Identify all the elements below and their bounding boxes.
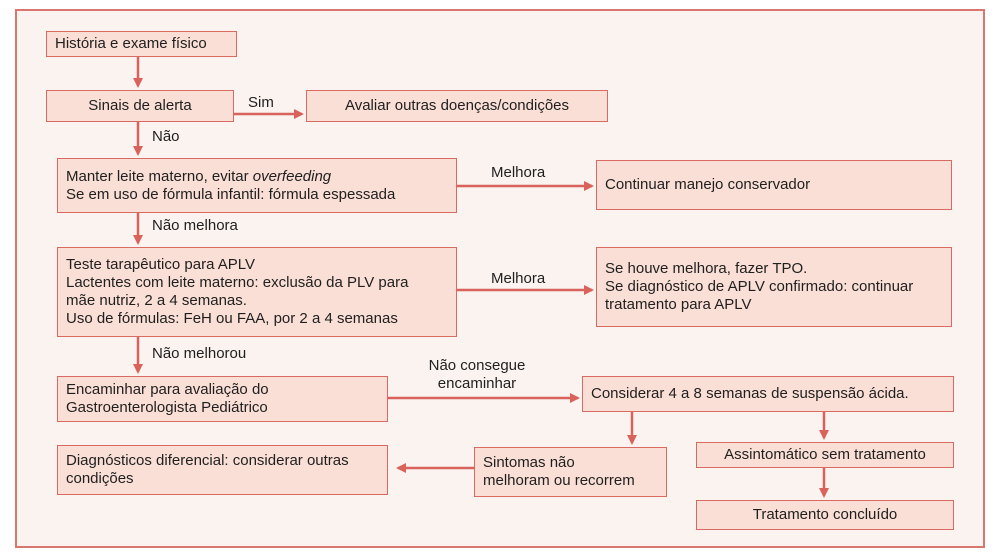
box-tpo-line2: Se diagnóstico de APLV confirmado: conti… xyxy=(605,278,914,295)
box-manter: Manter leite materno, evitar overfeeding… xyxy=(57,158,457,213)
box-teste-line2: Lactentes com leite materno: exclusão da… xyxy=(66,274,409,291)
label-nao-consegue-line2: encaminhar xyxy=(437,375,517,392)
box-sinais-alerta: Sinais de alerta xyxy=(46,90,234,122)
box-tpo-line1: Se houve melhora, fazer TPO. xyxy=(605,260,808,277)
box-sinais-text: Sinais de alerta xyxy=(88,97,192,114)
box-sintomas-line1: Sintomas não xyxy=(483,454,575,471)
box-avaliar: Avaliar outras doenças/condições xyxy=(306,90,608,122)
box-encaminhar-line1: Encaminhar para avaliação do xyxy=(66,381,269,398)
box-manter-line2: Se em uso de fórmula infantil: fórmula e… xyxy=(66,185,396,203)
box-diagnosticos-line1: Diagnósticos diferencial: considerar out… xyxy=(66,452,349,469)
box-tpo-line3: tratamento para APLV xyxy=(605,296,752,313)
label-sim: Sim xyxy=(248,94,274,111)
label-nao-consegue-line1: Não consegue xyxy=(428,357,526,374)
box-considerar-text: Considerar 4 a 8 semanas de suspensão ác… xyxy=(591,385,909,402)
box-tpo: Se houve melhora, fazer TPO. Se diagnóst… xyxy=(596,247,952,327)
box-encaminhar-line2: Gastroenterologista Pediátrico xyxy=(66,399,268,416)
box-diagnosticos: Diagnósticos diferencial: considerar out… xyxy=(57,445,388,495)
box-manter-line1b: overfeeding xyxy=(252,167,332,185)
box-concluido: Tratamento concluído xyxy=(696,500,954,530)
label-nao-consegue: Não consegue encaminhar xyxy=(416,357,538,393)
box-assintomatico: Assintomático sem tratamento xyxy=(696,442,954,468)
box-teste: Teste tarapêutico para APLV Lactentes co… xyxy=(57,247,457,337)
box-manter-line1a: Manter leite materno, evitar xyxy=(66,167,253,185)
box-historia-text: História e exame físico xyxy=(55,35,207,52)
box-teste-line1: Teste tarapêutico para APLV xyxy=(66,256,256,273)
box-sintomas-line2: melhoram ou recorrem xyxy=(483,472,635,489)
box-continuar-text: Continuar manejo conservador xyxy=(605,176,811,193)
box-teste-line4: Uso de fórmulas: FeH ou FAA, por 2 a 4 s… xyxy=(66,310,398,327)
label-melhora-1: Melhora xyxy=(491,164,546,181)
label-nao-melhorou: Não melhorou xyxy=(152,345,247,362)
box-manter-line1: Manter leite materno, evitar overfeeding xyxy=(66,168,448,186)
box-avaliar-text: Avaliar outras doenças/condições xyxy=(344,97,570,114)
box-continuar: Continuar manejo conservador xyxy=(596,160,952,210)
box-teste-line3: mãe nutriz, 2 a 4 semanas. xyxy=(66,292,247,309)
box-considerar: Considerar 4 a 8 semanas de suspensão ác… xyxy=(582,376,954,412)
box-assintomatico-text: Assintomático sem tratamento xyxy=(724,446,926,463)
box-encaminhar: Encaminhar para avaliação do Gastroenter… xyxy=(57,376,388,422)
label-melhora-2: Melhora xyxy=(491,270,546,287)
label-nao-melhora: Não melhora xyxy=(152,217,238,234)
box-sintomas: Sintomas não melhoram ou recorrem xyxy=(474,447,667,497)
box-historia: História e exame físico xyxy=(46,31,237,57)
box-diagnosticos-line2: condições xyxy=(66,470,134,487)
label-nao: Não xyxy=(152,128,180,145)
box-concluido-text: Tratamento concluído xyxy=(752,506,898,523)
